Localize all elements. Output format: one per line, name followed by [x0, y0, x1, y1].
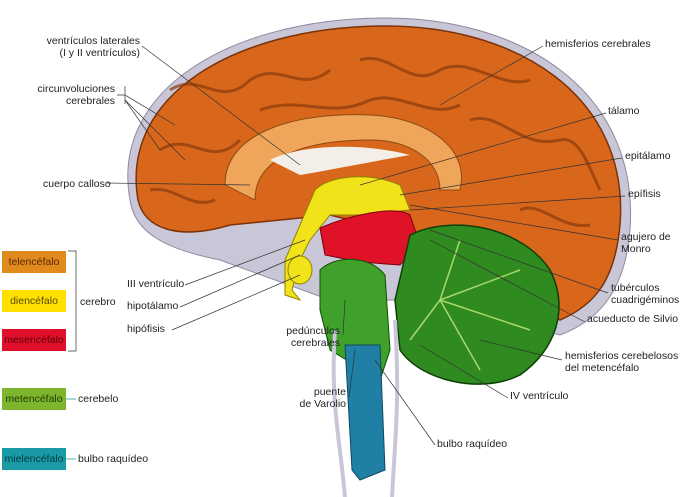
corpus-callosum [224, 114, 462, 201]
legend-mesencefalo: mesencéfalo [2, 329, 66, 351]
legend-metencefalo: metencéfalo [2, 388, 66, 410]
label-line: (I y II ventrículos) [59, 47, 140, 59]
label-cuerpo-calloso: cuerpo calloso [43, 178, 111, 190]
label-line: del metencéfalo [565, 362, 640, 374]
legend-group-cerebro: cerebro [80, 296, 116, 308]
label-epifisis: epífisis [628, 188, 661, 200]
label-line: cuadrigéminos [611, 294, 680, 306]
legend-mielencefalo: mielencéfalo [2, 448, 66, 470]
label-line: pedúnculos [286, 325, 340, 337]
legend-diencefalo: diencéfalo [2, 290, 66, 312]
label-epitalamo: epitálamo [625, 150, 671, 162]
leader-lines [66, 45, 626, 460]
diencephalon [284, 176, 411, 302]
label-bulbo: bulbo raquídeo [437, 438, 508, 450]
label-line: puente [313, 386, 346, 398]
label-line: tubérculos [611, 282, 660, 294]
label-ventriculos-laterales: ventrículos laterales(I y II ventrículos… [47, 35, 140, 59]
medulla [344, 344, 386, 481]
label-hemisferios-cerebrales: hemisferios cerebrales [545, 38, 651, 50]
spinal-sheath [331, 319, 400, 497]
label-iii-ventriculo: III ventrículo [127, 278, 185, 290]
label-line: cerebrales [290, 337, 340, 349]
legend-group-bulbo: bulbo raquídeo [78, 453, 149, 465]
label-line: hemisferios cerebelosos [565, 350, 679, 362]
label-iv-ventriculo: IV ventrículo [510, 390, 569, 402]
lateral-ventricle [270, 146, 410, 175]
label-hipotalamo: hipotálamo [127, 300, 179, 312]
label-line: Monro [621, 243, 651, 255]
label-hipofisis: hipófisis [127, 323, 165, 335]
label-line: de Varolio [299, 398, 346, 410]
label-line: cerebrales [65, 95, 115, 107]
label-line: circunvoluciones [37, 83, 115, 95]
label-acueducto: acueducto de Silvio [587, 313, 679, 325]
legend-group-cerebelo: cerebelo [78, 393, 119, 405]
label-talamo: tálamo [608, 105, 640, 117]
label-line: agujero de [621, 231, 671, 243]
pituitary [287, 255, 313, 285]
label-line: ventrículos laterales [46, 35, 140, 47]
mesencephalon [319, 210, 421, 266]
legend-telencefalo: telencéfalo [2, 251, 66, 273]
cerebellum [394, 224, 560, 385]
